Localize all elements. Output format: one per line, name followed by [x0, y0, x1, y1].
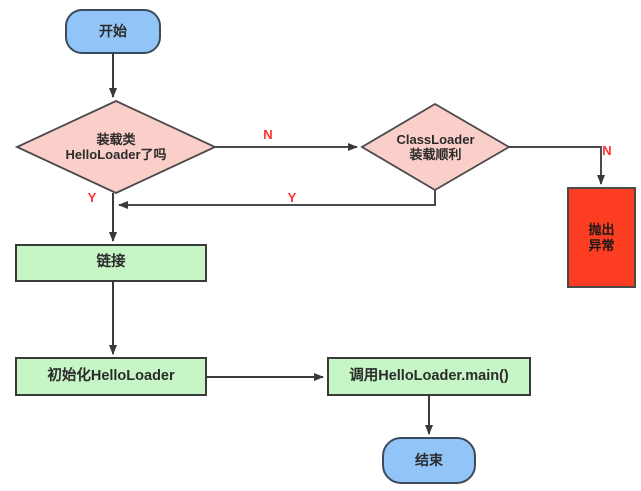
- node-link-shape[interactable]: [15, 244, 207, 282]
- node-call-main-shape[interactable]: [327, 357, 531, 396]
- node-decision-load-class-shape[interactable]: [14, 100, 218, 194]
- node-throw-exception-shape[interactable]: [567, 187, 636, 288]
- node-init-helloloader-shape[interactable]: [15, 357, 207, 396]
- edge-classloader-back-to-decision: [118, 190, 436, 209]
- node-start-shape[interactable]: [65, 9, 161, 54]
- node-end-shape[interactable]: [382, 437, 476, 484]
- node-decision-classloader-ok-shape[interactable]: [360, 102, 511, 192]
- edge-classloader-to-throw: [509, 146, 605, 185]
